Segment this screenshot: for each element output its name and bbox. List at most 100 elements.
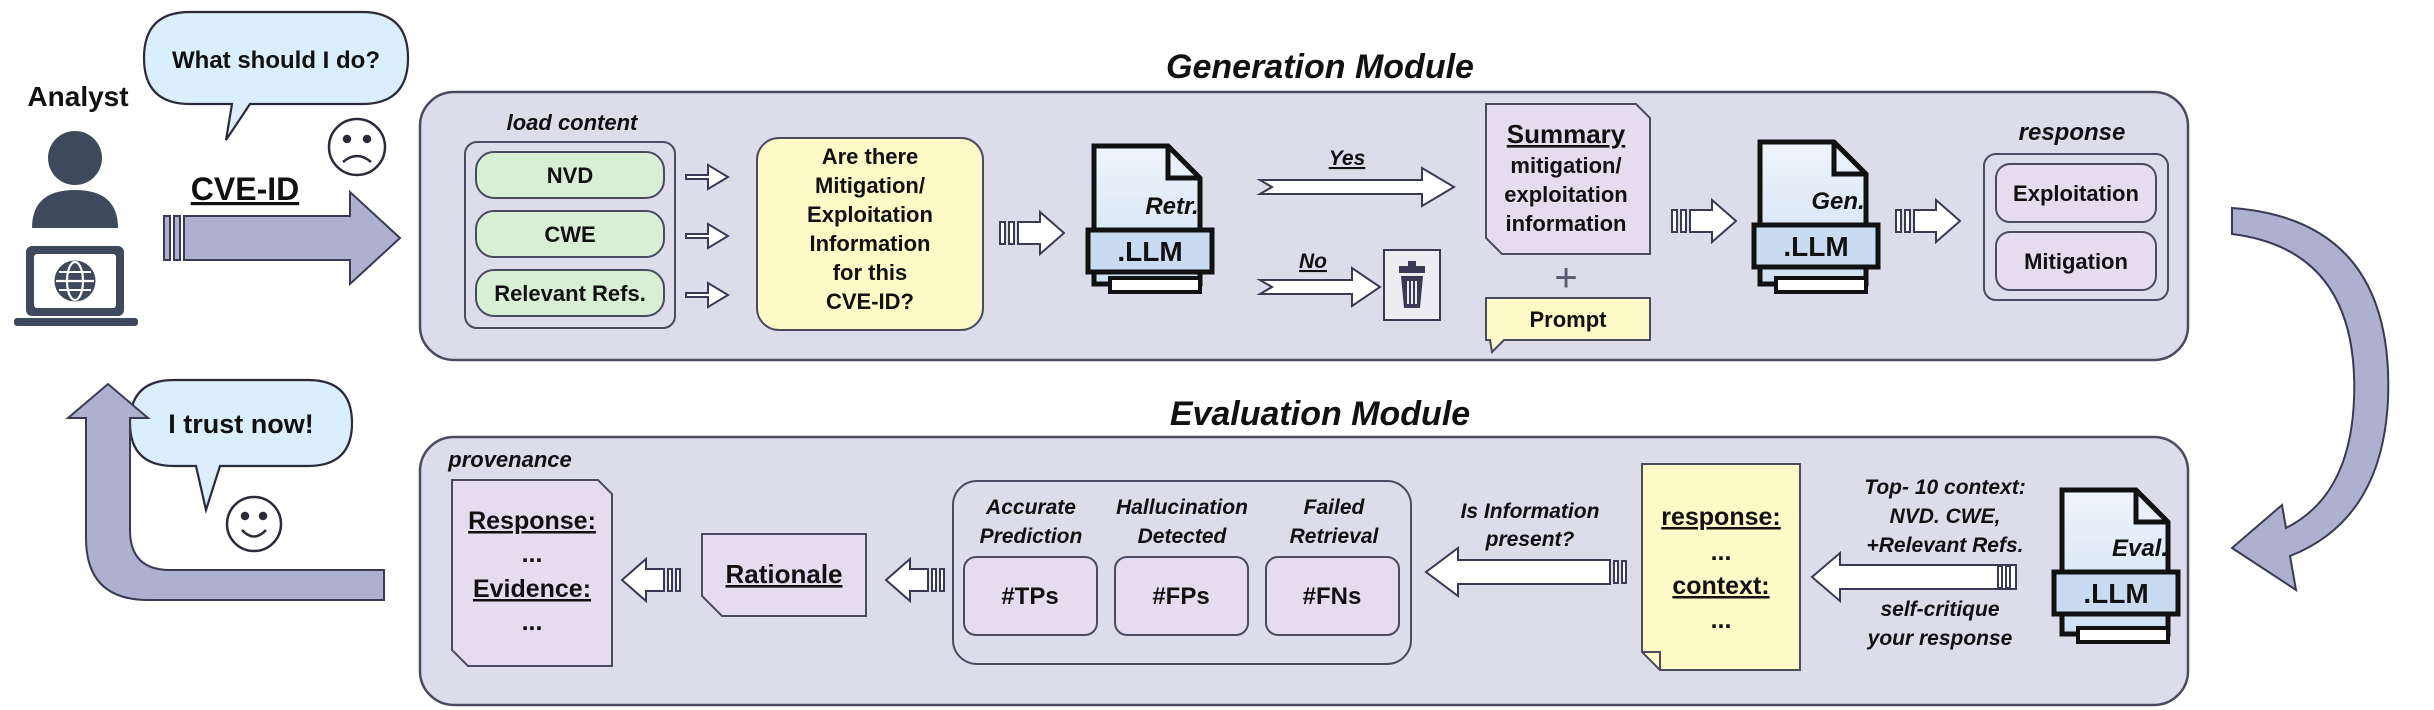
rationale-label: Rationale — [725, 559, 842, 589]
load-item-relevant-refs: Relevant Refs. — [475, 269, 665, 317]
question-speech-bubble: What should I do? — [142, 10, 410, 141]
context-arrow-tail — [1997, 565, 2011, 589]
metric-failed-retrieval: Failed Retrieval #FNs — [1265, 496, 1400, 636]
svg-text:#FPs: #FPs — [1152, 583, 1209, 610]
branch-yes-label: Yes — [1329, 147, 1366, 170]
gen-llm-document: Gen. .LLM — [1751, 139, 1881, 294]
svg-text:Detected: Detected — [1138, 525, 1228, 548]
gen-llm-tag: Gen. — [1811, 188, 1864, 215]
eval-llm-document: Eval. .LLM — [2051, 487, 2181, 644]
metric-hallucination-detected: Hallucination Detected #FPs — [1114, 496, 1249, 636]
trust-speech-bubble: I trust now! — [128, 378, 354, 515]
arrow-to-rationale-tail — [931, 568, 945, 592]
happy-face-icon — [225, 495, 283, 553]
response-item-exploitation: Exploitation — [1995, 163, 2157, 223]
summary-heading: Summary — [1507, 119, 1626, 149]
load-content-title: load content — [507, 110, 639, 135]
svg-text:Relevant Refs.: Relevant Refs. — [494, 281, 646, 306]
self-critique-lines: self-critique your response — [1867, 598, 2013, 650]
svg-text:information: information — [1506, 211, 1627, 236]
analyst-icon — [14, 131, 138, 326]
trust-text: I trust now! — [168, 409, 313, 439]
svg-text:CVE-ID?: CVE-ID? — [826, 289, 914, 314]
question-lines: Are there Mitigation/ Exploitation Infor… — [807, 144, 933, 314]
response-item-mitigation: Mitigation — [1995, 231, 2157, 291]
plus-sign: + — [1554, 256, 1577, 300]
eval-llm-name: .LLM — [2083, 578, 2148, 609]
svg-text:#FNs: #FNs — [1303, 583, 1362, 610]
gen-llm-name: .LLM — [1783, 231, 1848, 262]
retr-llm-tag: Retr. — [1145, 193, 1198, 220]
info-present-arrow — [1424, 546, 1611, 598]
svg-text:CWE: CWE — [544, 222, 595, 247]
context-document — [1641, 463, 1801, 671]
svg-text:Prediction: Prediction — [980, 525, 1083, 548]
svg-text:NVD: NVD — [547, 163, 593, 188]
svg-text:Top- 10 context:: Top- 10 context: — [1864, 476, 2025, 499]
load-item-nvd: NVD — [475, 151, 665, 199]
arrow-to-response — [1895, 197, 1962, 245]
question-box — [756, 137, 984, 331]
info-present-arrow-tail — [1613, 560, 1627, 584]
svg-text:NVD. CWE,: NVD. CWE, — [1890, 505, 2001, 528]
arrow-to-provenance-tail — [667, 568, 681, 592]
svg-text:Is Information: Is Information — [1461, 500, 1600, 523]
context-arrow — [1810, 550, 2017, 604]
arrow-to-gen-llm — [1671, 197, 1738, 245]
doc-ellipsis-2: ... — [1711, 606, 1732, 634]
rationale-box — [701, 533, 867, 617]
doc-response-label: response: — [1661, 503, 1780, 531]
sad-face-icon — [327, 117, 387, 177]
svg-text:your response: your response — [1867, 627, 2013, 650]
svg-text:Mitigation/: Mitigation/ — [815, 173, 925, 198]
svg-text:Information: Information — [810, 231, 931, 256]
provenance-ellipsis-1: ... — [522, 540, 543, 568]
svg-text:for this: for this — [833, 260, 908, 285]
arrow-to-provenance — [620, 556, 665, 604]
svg-text:Exploitation: Exploitation — [807, 202, 933, 227]
svg-text:Failed: Failed — [1304, 496, 1366, 519]
retr-llm-document: Retr. .LLM — [1085, 143, 1215, 294]
generation-module-title: Generation Module — [1166, 48, 1474, 86]
no-arrow — [1256, 266, 1382, 308]
info-present-lines: Is Information present? — [1461, 500, 1600, 551]
top-context-lines: Top- 10 context: NVD. CWE, +Relevant Ref… — [1864, 476, 2025, 557]
provenance-response-label: Response: — [468, 507, 596, 535]
prompt-label: Prompt — [1530, 307, 1608, 332]
metric-accurate-prediction: Accurate Prediction #TPs — [963, 496, 1098, 636]
svg-text:Exploitation: Exploitation — [2013, 181, 2139, 206]
context-document-fold — [1642, 651, 1661, 670]
svg-text:self-critique: self-critique — [1880, 598, 1999, 621]
svg-text:Retrieval: Retrieval — [1290, 525, 1380, 548]
return-arrow — [65, 382, 385, 601]
svg-text:Are there: Are there — [822, 144, 919, 169]
provenance-evidence-label: Evidence: — [473, 575, 591, 603]
provenance-box — [451, 479, 613, 667]
svg-text:#TPs: #TPs — [1001, 583, 1058, 610]
svg-text:mitigation/: mitigation/ — [1510, 153, 1621, 178]
svg-text:present?: present? — [1485, 528, 1575, 551]
evaluation-module-title: Evaluation Module — [1170, 395, 1470, 433]
provenance-ellipsis-2: ... — [522, 608, 543, 636]
module-transition-arrow — [2230, 206, 2390, 593]
summary-box — [1485, 103, 1651, 255]
provenance-title: provenance — [447, 447, 572, 472]
summary-lines: mitigation/ exploitation information — [1504, 153, 1627, 236]
doc-context-label: context: — [1672, 572, 1769, 600]
analyst-label: Analyst — [27, 81, 128, 112]
prompt-box — [1485, 297, 1651, 355]
svg-text:exploitation: exploitation — [1504, 182, 1627, 207]
branch-no-label: No — [1299, 250, 1327, 273]
retr-llm-name: .LLM — [1117, 236, 1182, 267]
arrow-to-retr-llm — [999, 209, 1066, 257]
cve-id-label: CVE-ID — [191, 171, 299, 207]
question-text: What should I do? — [172, 47, 380, 74]
svg-text:Hallucination: Hallucination — [1116, 496, 1248, 519]
cve-id-arrow — [163, 189, 402, 287]
globe-icon — [54, 260, 96, 302]
eval-llm-tag: Eval. — [2112, 535, 2168, 562]
trash-icon — [1383, 249, 1441, 321]
svg-text:Mitigation: Mitigation — [2024, 249, 2128, 274]
arrow-to-rationale — [884, 556, 929, 604]
load-item-cwe: CWE — [475, 210, 665, 258]
